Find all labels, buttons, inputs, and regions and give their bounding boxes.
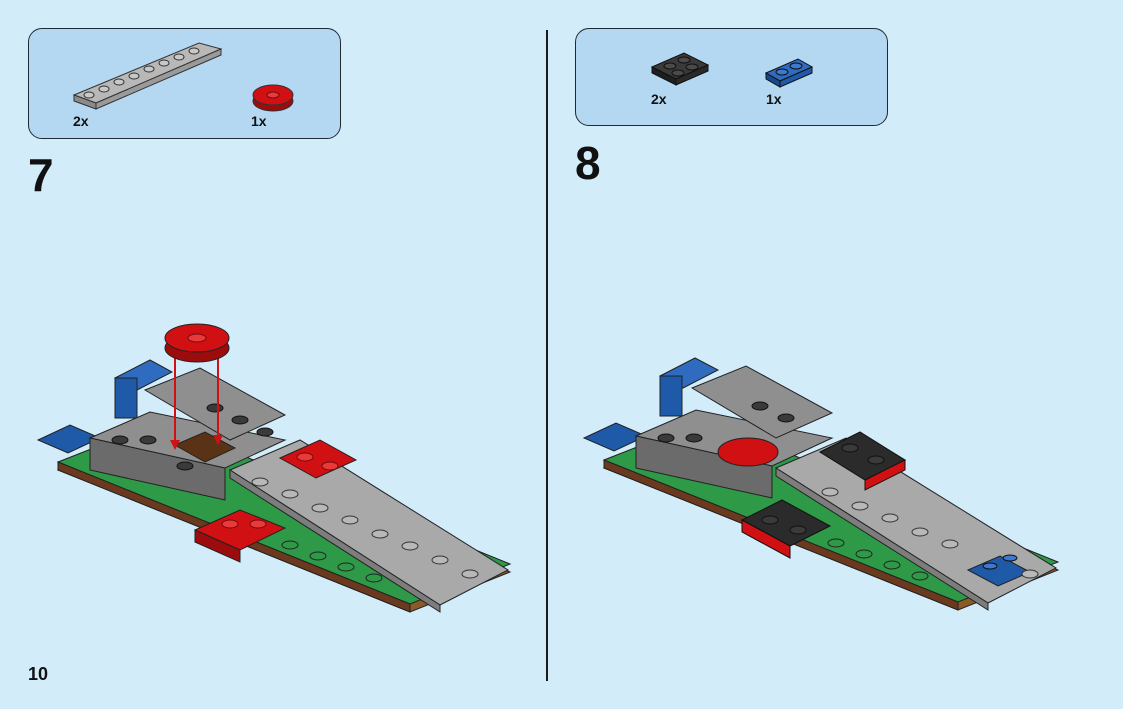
page-number: 10: [28, 664, 48, 685]
